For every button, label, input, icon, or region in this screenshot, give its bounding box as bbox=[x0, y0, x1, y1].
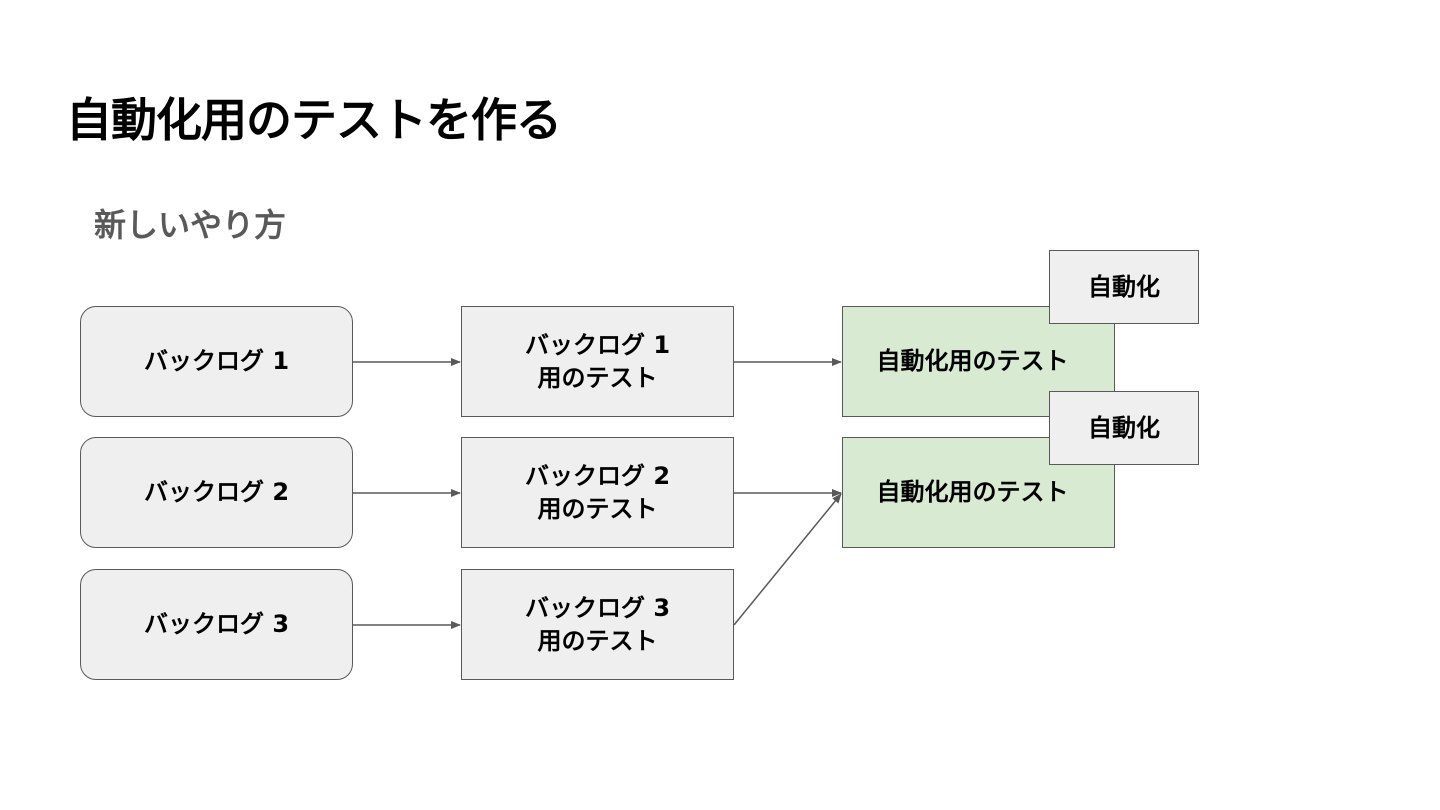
automation-tag-1: 自動化 bbox=[1049, 250, 1199, 324]
automation-tag-label: 自動化 bbox=[1088, 413, 1160, 442]
test-box-3: バックログ 3 用のテスト bbox=[461, 569, 734, 680]
backlog-box-2: バックログ 2 bbox=[80, 437, 353, 548]
backlog-label: バックログ 2 bbox=[143, 478, 290, 507]
test-box-1: バックログ 1 用のテスト bbox=[461, 306, 734, 417]
backlog-box-3: バックログ 3 bbox=[80, 569, 353, 680]
test-label-line2: 用のテスト bbox=[537, 626, 658, 655]
arrow-test3-to-auto2 bbox=[733, 493, 842, 626]
test-label-line1: バックログ 1 bbox=[524, 331, 671, 360]
automated-test-label: 自動化用のテスト bbox=[876, 347, 1069, 376]
backlog-label: バックログ 3 bbox=[143, 610, 290, 639]
slide-title: 自動化用のテストを作る bbox=[66, 93, 562, 147]
test-label-line2: 用のテスト bbox=[537, 494, 658, 523]
automation-tag-label: 自動化 bbox=[1088, 272, 1160, 301]
automation-tag-2: 自動化 bbox=[1049, 391, 1199, 465]
automated-test-label: 自動化用のテスト bbox=[876, 478, 1069, 507]
test-box-2: バックログ 2 用のテスト bbox=[461, 437, 734, 548]
backlog-label: バックログ 1 bbox=[143, 347, 290, 376]
test-label-line1: バックログ 2 bbox=[524, 462, 671, 491]
test-label-line1: バックログ 3 bbox=[524, 594, 671, 623]
test-label-line2: 用のテスト bbox=[537, 363, 658, 392]
slide-subtitle: 新しいやり方 bbox=[94, 206, 287, 244]
backlog-box-1: バックログ 1 bbox=[80, 306, 353, 417]
